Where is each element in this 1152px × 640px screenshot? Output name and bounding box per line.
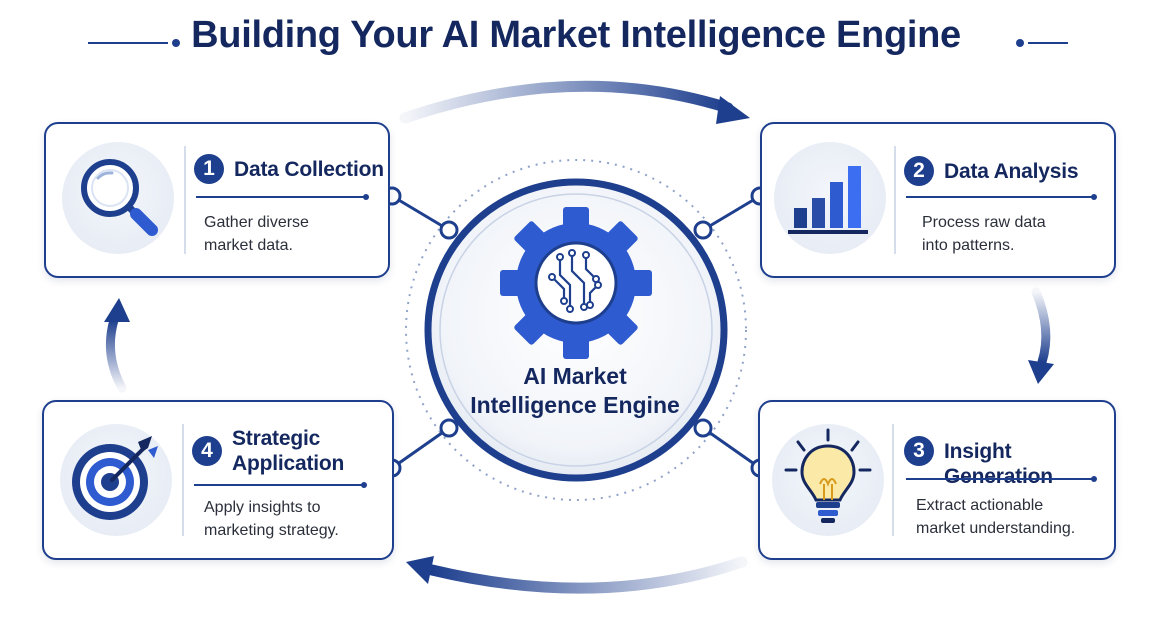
step-description-line-2: market data. bbox=[204, 237, 293, 254]
step-card-strategic-application: 4 Strategic Application Apply insights t… bbox=[42, 400, 394, 560]
step-description: Apply insights to marketing strategy. bbox=[204, 496, 339, 542]
step-description-line-1: Apply insights to bbox=[204, 499, 321, 516]
step-underline bbox=[194, 482, 367, 488]
card-divider bbox=[894, 146, 896, 254]
step-title: Data Analysis bbox=[944, 160, 1079, 183]
magnifier-icon bbox=[81, 159, 158, 236]
step-description: Process raw data into patterns. bbox=[922, 211, 1046, 257]
step-description-line-1: Gather diverse bbox=[204, 214, 309, 231]
step-description-line-2: marketing strategy. bbox=[204, 522, 339, 539]
icon-circle bbox=[62, 142, 174, 254]
gear-circuit-icon bbox=[500, 207, 652, 359]
step-underline bbox=[196, 194, 369, 200]
step-number-badge: 1 bbox=[194, 154, 224, 184]
step-description: Gather diverse market data. bbox=[204, 211, 309, 257]
icon-circle bbox=[772, 424, 884, 536]
step-description-line-1: Process raw data bbox=[922, 214, 1046, 231]
cycle-arrow-left bbox=[104, 298, 130, 393]
dotted-orbit-ring bbox=[405, 159, 747, 501]
step-card-data-collection: 1 Data Collection Gather diverse market … bbox=[44, 122, 390, 278]
step-description-line-1: Extract actionable bbox=[916, 497, 1044, 514]
page-title: Building Your AI Market Intelligence Eng… bbox=[191, 14, 961, 56]
icon-circle bbox=[774, 142, 886, 254]
step-underline bbox=[906, 194, 1097, 200]
connector-data-collection bbox=[382, 186, 459, 240]
title-decoration-right bbox=[1016, 39, 1068, 47]
step-title: Insight Generation bbox=[944, 440, 1053, 488]
card-divider bbox=[184, 146, 186, 254]
connector-data-analysis bbox=[693, 186, 770, 240]
card-divider bbox=[182, 424, 184, 536]
step-description-line-2: market understanding. bbox=[916, 520, 1076, 537]
card-divider bbox=[892, 424, 894, 536]
step-number-badge: 3 bbox=[904, 436, 934, 466]
step-card-data-analysis: 2 Data Analysis Process raw data into pa… bbox=[760, 122, 1116, 278]
step-underline bbox=[906, 476, 1097, 482]
title-decoration-left bbox=[88, 39, 180, 47]
step-title: Data Collection bbox=[234, 158, 384, 181]
step-number-badge: 4 bbox=[192, 436, 222, 466]
step-card-insight-generation: 3 Insight Generation Extract actionable … bbox=[758, 400, 1116, 560]
center-label: AI Market Intelligence Engine bbox=[470, 362, 680, 420]
step-title-line-1: Strategic bbox=[232, 427, 321, 450]
connector-strategic-application bbox=[382, 418, 459, 478]
target-icon bbox=[72, 436, 158, 520]
bar-chart-icon bbox=[788, 166, 868, 234]
step-title: Strategic Application bbox=[232, 426, 344, 476]
cycle-arrow-bottom bbox=[406, 556, 748, 594]
icon-circle bbox=[60, 424, 172, 536]
step-number-badge: 2 bbox=[904, 156, 934, 186]
center-label-line-2: Intelligence Engine bbox=[470, 392, 680, 418]
cycle-arrow-top bbox=[399, 80, 750, 124]
center-label-line-1: AI Market bbox=[523, 363, 627, 389]
lightbulb-icon bbox=[784, 428, 872, 523]
cycle-arrow-right bbox=[1028, 287, 1054, 384]
step-title-line-2: Application bbox=[232, 452, 345, 475]
step-description-line-2: into patterns. bbox=[922, 237, 1015, 254]
step-description: Extract actionable market understanding. bbox=[916, 494, 1075, 540]
